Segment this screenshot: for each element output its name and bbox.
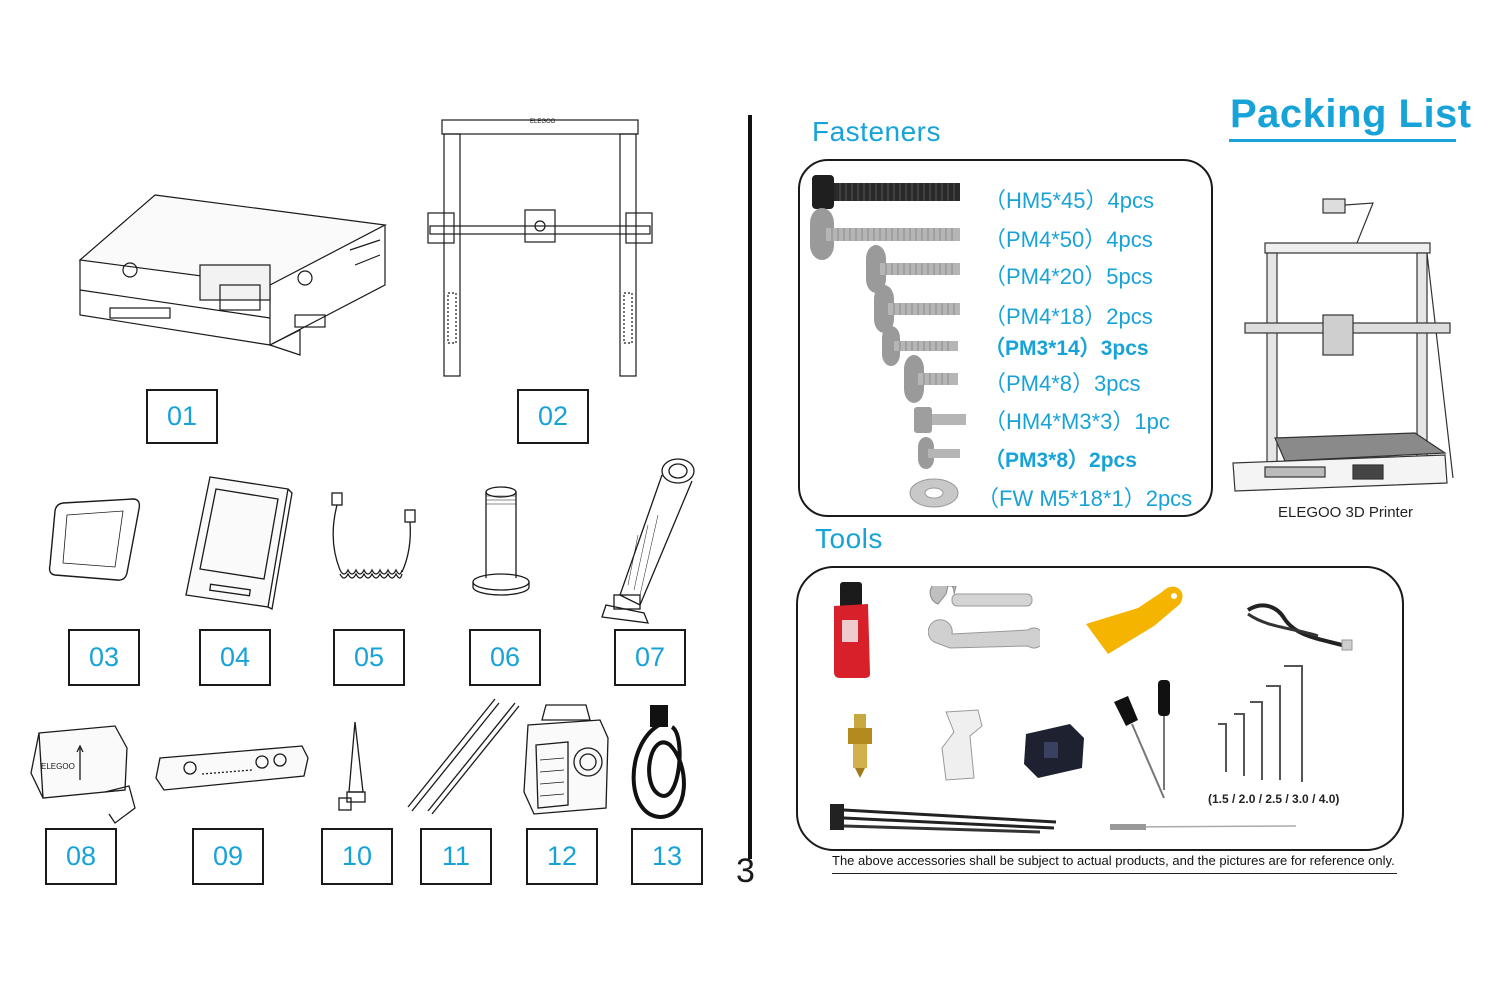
fastener-label-pm4-50: （PM4*50）4pcs [984,227,1153,252]
part-05-cable-illustration [320,490,430,600]
fastener-label-pm4-18: （PM4*18）2pcs [984,304,1153,329]
part-13-power-cord-illustration [630,705,695,823]
page-number: 3 [736,852,755,890]
part-label-11: 11 [420,828,492,885]
part-label-12: 12 [526,828,598,885]
sensor-brand-text: ELEGOO [41,762,75,771]
part-10-antenna-illustration [335,720,375,812]
printer-illustration [1225,193,1465,498]
part-02-frame-illustration: ELEGOO [420,118,660,380]
zip-ties-icon [830,804,1057,834]
fastener-label-pm4-20: （PM4*20）5pcs [984,264,1153,289]
part-label-06: 06 [469,629,541,686]
nozzle-icon [848,714,872,778]
part-06-spool-tube-illustration [470,482,532,596]
fastener-label-pm3-8: （PM3*8）2pcs [984,449,1137,472]
hex-key-sizes-caption: (1.5 / 2.0 / 2.5 / 3.0 / 4.0) [1208,792,1340,806]
fastener-label-pm3-14: （PM3*14）3pcs [984,337,1149,360]
fasteners-title: Fasteners [812,116,941,147]
part-04-screen-illustration [180,475,293,610]
frame-brand-text: ELEGOO [530,119,556,125]
part-11-rods-illustration [400,695,525,815]
scraper-icon [1086,586,1183,654]
fastener-label-hm5-45: （HM5*45）4pcs [984,188,1154,213]
packing-list-title: Packing List [1230,92,1472,136]
screwdriver-pair-icon [1114,680,1170,799]
part-label-01: 01 [146,389,218,444]
part-07-spool-arm-illustration [598,455,703,625]
part-12-hotend-illustration [518,700,613,818]
printer-caption: ELEGOO 3D Printer [1278,504,1414,521]
part-01-base-illustration [70,190,390,365]
disclaimer-text: The above accessories shall be subject t… [832,853,1395,868]
part-03-cover-illustration [45,495,145,583]
fasteners-panel: （HM5*45）4pcs （PM4*50）4pcs （PM4*20）5pcs （… [798,159,1213,517]
part-08-sensor-illustration: ELEGOO [25,718,140,828]
tools-title: Tools [815,523,883,554]
part-label-02: 02 [517,389,589,444]
part-label-09: 09 [192,828,264,885]
part-label-05: 05 [333,629,405,686]
part-label-10: 10 [321,828,393,885]
hex-key-set-icon [1218,665,1303,782]
part-09-light-bar-illustration [152,738,312,796]
fastener-label-hm4-m3-3: （HM4*M3*3）1pc [984,409,1170,434]
part-label-08: 08 [45,828,117,885]
fastener-screws-graphic [810,175,966,508]
disclaimer-underline [832,873,1397,874]
usb-cable-icon [1246,603,1353,651]
wrench-pair-icon [928,586,1040,649]
cleaning-needle-icon [1110,824,1297,830]
part-label-04: 04 [199,629,271,686]
page-divider [748,115,752,859]
tools-panel: (1.5 / 2.0 / 2.5 / 3.0 / 4.0) [796,566,1404,851]
packing-list-underline [1229,139,1456,142]
fastener-label-pm4-8: （PM4*8）3pcs [984,371,1141,396]
fastener-label-fw-m5-18-1: （FW M5*18*1）2pcs [977,486,1193,511]
tool-block-icon [1024,724,1084,778]
usb-drive-icon [834,582,870,678]
part-label-03: 03 [68,629,140,686]
part-label-07: 07 [614,629,686,686]
part-label-13: 13 [631,828,703,885]
bracket-icon [941,709,983,781]
